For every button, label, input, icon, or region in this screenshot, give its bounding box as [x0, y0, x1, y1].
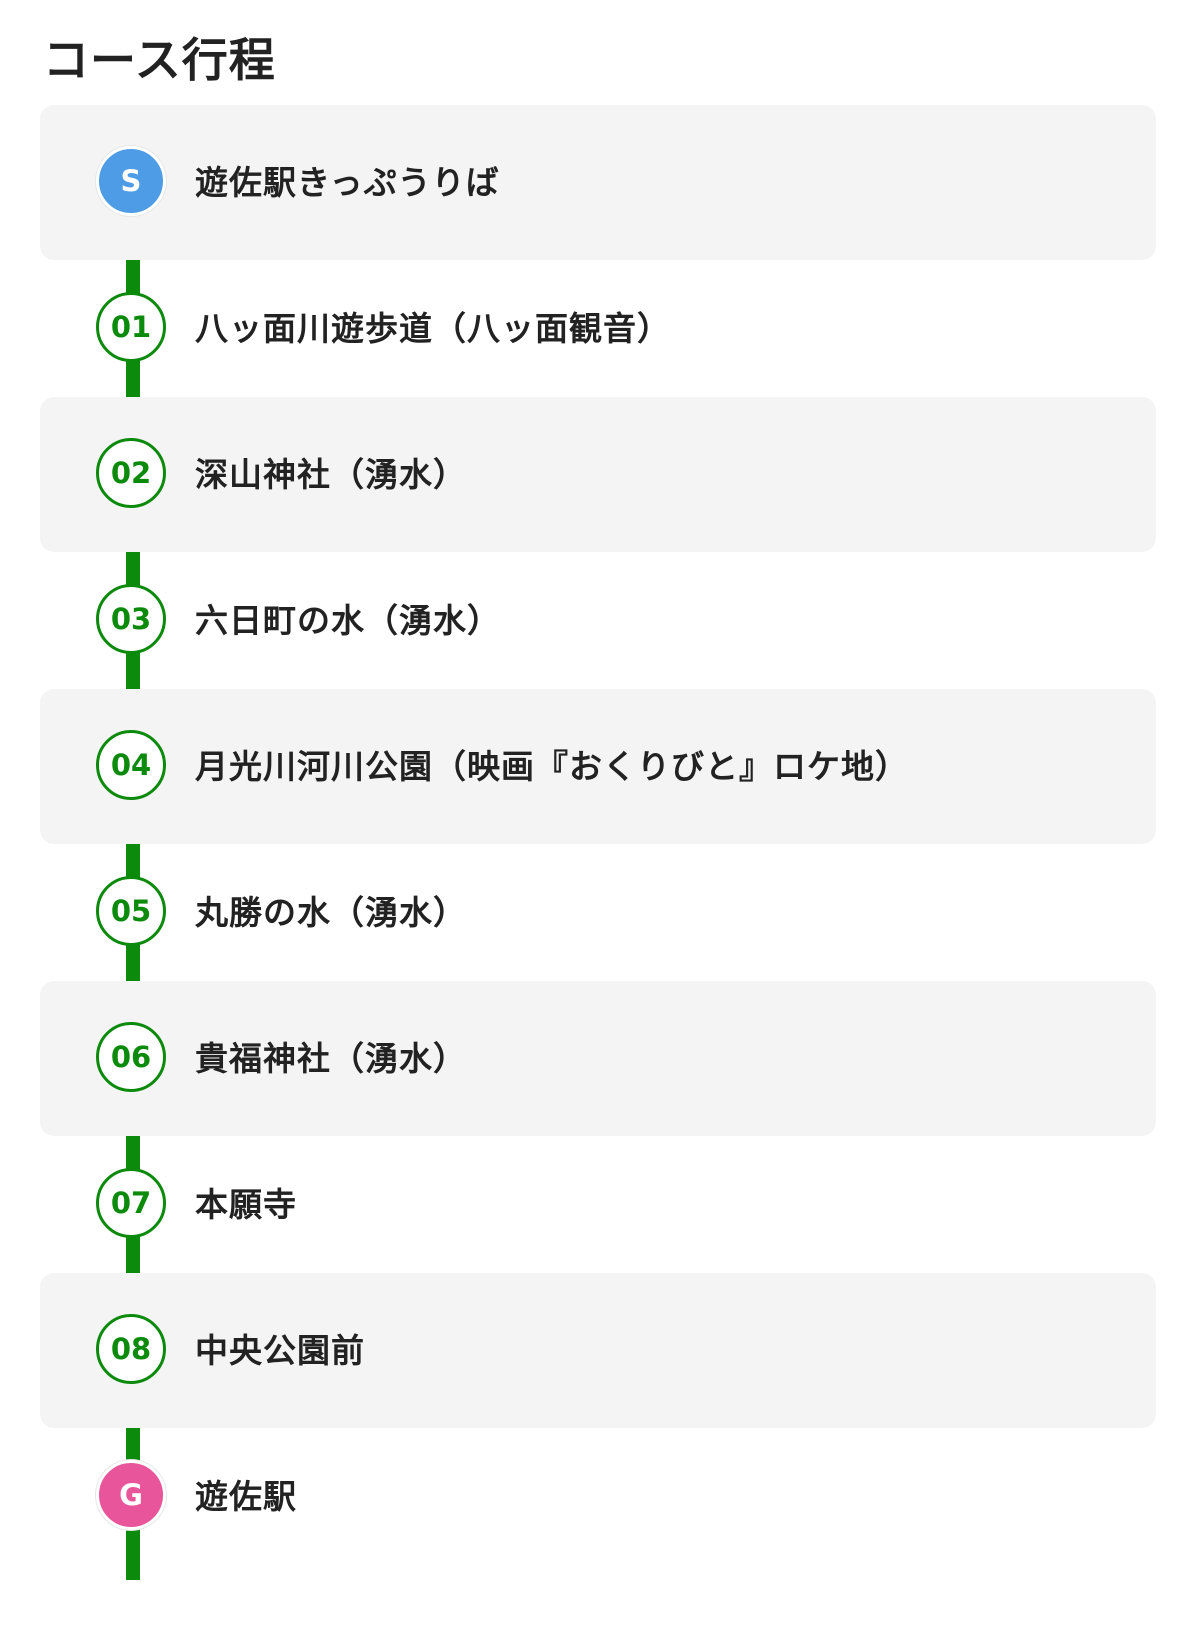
- page-title: コース行程: [43, 33, 276, 87]
- stop-start[interactable]: S 遊佐駅きっぷうりば: [40, 105, 1156, 260]
- stop-name: 遊佐駅きっぷうりば: [195, 163, 500, 202]
- goal-marker-badge: G: [96, 1460, 166, 1530]
- stop-name: 六日町の水（湧水）: [195, 601, 501, 640]
- stop-08[interactable]: 08 中央公園前: [40, 1273, 1156, 1428]
- stop-number-badge: 04: [96, 730, 166, 800]
- stop-name: 丸勝の水（湧水）: [195, 893, 467, 932]
- stop-04[interactable]: 04 月光川河川公園（映画『おくりびと』ロケ地）: [40, 689, 1156, 844]
- stop-name: 八ッ面川遊歩道（八ッ面観音）: [195, 309, 671, 348]
- stop-06[interactable]: 06 貴福神社（湧水）: [40, 981, 1156, 1136]
- stop-number-badge: 01: [96, 292, 166, 362]
- stop-name: 貴福神社（湧水）: [195, 1039, 467, 1078]
- stop-name: 深山神社（湧水）: [195, 455, 467, 494]
- stop-05[interactable]: 05 丸勝の水（湧水）: [40, 835, 1156, 990]
- stop-03[interactable]: 03 六日町の水（湧水）: [40, 543, 1156, 698]
- stop-name: 遊佐駅: [195, 1477, 297, 1516]
- stop-number-badge: 07: [96, 1168, 166, 1238]
- stop-02[interactable]: 02 深山神社（湧水）: [40, 397, 1156, 552]
- stop-07[interactable]: 07 本願寺: [40, 1127, 1156, 1282]
- stop-name: 本願寺: [195, 1185, 297, 1224]
- stop-number-badge: 02: [96, 438, 166, 508]
- stop-goal[interactable]: G 遊佐駅: [40, 1419, 1156, 1574]
- start-marker-badge: S: [96, 146, 166, 216]
- stop-name: 中央公園前: [195, 1331, 365, 1370]
- stop-number-badge: 06: [96, 1022, 166, 1092]
- stop-number-badge: 08: [96, 1314, 166, 1384]
- stop-number-badge: 03: [96, 584, 166, 654]
- stop-name: 月光川河川公園（映画『おくりびと』ロケ地）: [195, 747, 909, 786]
- stop-01[interactable]: 01 八ッ面川遊歩道（八ッ面観音）: [40, 251, 1156, 406]
- stop-number-badge: 05: [96, 876, 166, 946]
